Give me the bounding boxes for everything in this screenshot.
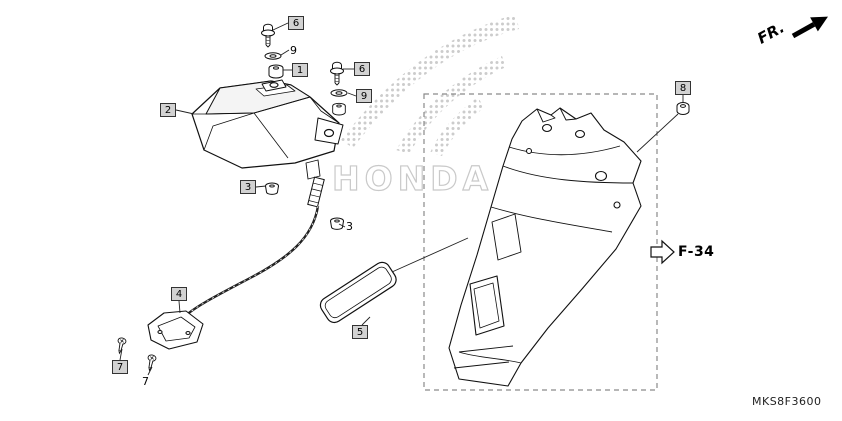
callout-9-b[interactable]: 9 bbox=[356, 89, 372, 103]
washer-9-a bbox=[264, 52, 282, 60]
grommet-3-b bbox=[330, 217, 344, 230]
callout-1[interactable]: 1 bbox=[292, 63, 308, 77]
fr-arrow-icon bbox=[791, 16, 828, 39]
ref-label[interactable]: F-34 bbox=[678, 244, 715, 260]
reflector bbox=[319, 261, 397, 324]
screw-7-a bbox=[115, 336, 127, 355]
bolt-6-a bbox=[261, 23, 275, 48]
diagram-code: MKS8F3600 bbox=[752, 395, 822, 408]
callout-9-a[interactable]: 9 bbox=[290, 44, 297, 57]
callout-8[interactable]: 8 bbox=[675, 81, 691, 95]
callout-2[interactable]: 2 bbox=[160, 103, 176, 117]
bolt-6-b bbox=[330, 61, 344, 86]
honda-watermark: HONDA bbox=[331, 14, 519, 199]
callout-6-a[interactable]: 6 bbox=[288, 16, 304, 30]
taillight-unit bbox=[191, 79, 344, 180]
collar bbox=[332, 102, 346, 116]
callout-3-a[interactable]: 3 bbox=[240, 180, 256, 194]
washer-9-b bbox=[330, 89, 348, 97]
callout-7-b[interactable]: 7 bbox=[142, 375, 149, 388]
wire-harness bbox=[183, 176, 325, 318]
callout-6-b[interactable]: 6 bbox=[354, 62, 370, 76]
callout-4[interactable]: 4 bbox=[171, 287, 187, 301]
detail-boundary bbox=[423, 93, 658, 391]
rear-fender bbox=[448, 107, 642, 387]
leader-lines bbox=[119, 22, 684, 376]
cushion-1 bbox=[268, 64, 284, 79]
grommet-3-a bbox=[265, 182, 279, 195]
watermark-text: HONDA bbox=[332, 159, 493, 198]
callout-3-b[interactable]: 3 bbox=[346, 220, 353, 233]
callout-7-a[interactable]: 7 bbox=[112, 360, 128, 374]
nut-8 bbox=[676, 102, 690, 115]
callout-5[interactable]: 5 bbox=[352, 325, 368, 339]
ref-arrow-icon bbox=[650, 239, 675, 265]
license-light bbox=[147, 310, 204, 350]
